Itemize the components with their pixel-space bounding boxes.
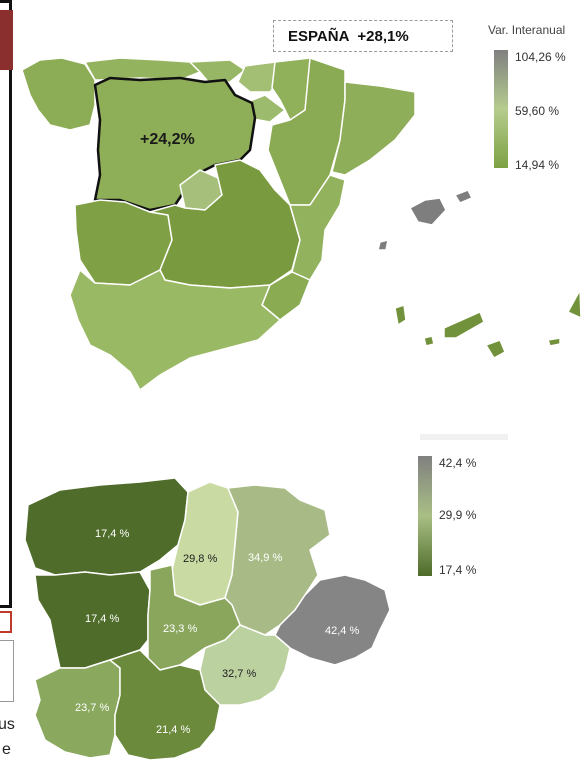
national-label: ESPAÑA	[288, 27, 350, 45]
province-label-valladolid: 23,3 %	[163, 623, 198, 635]
legend-bottom-gradient	[418, 456, 432, 576]
national-summary-box: ESPAÑA +28,1%	[273, 20, 453, 52]
province-label-leon: 17,4 %	[95, 528, 130, 540]
left-text-fragment-1: us	[0, 716, 15, 733]
legend-bottom-max: 42,4 %	[439, 456, 477, 470]
province-avila	[109, 649, 221, 761]
legend-top-mid: 59,60 %	[515, 104, 560, 118]
region-baleares	[409, 197, 447, 226]
province-label-soria: 42,4 %	[325, 625, 360, 637]
legend-bottom-min: 17,4 %	[439, 563, 477, 577]
left-panel-frame	[0, 0, 12, 608]
province-zamora	[34, 571, 151, 669]
left-panel-header: al	[0, 10, 13, 70]
legend-bottom-caption	[420, 434, 508, 440]
region-galicia	[21, 57, 96, 131]
highlight-region-value: +24,2%	[140, 131, 195, 148]
region-andalucia	[69, 269, 281, 391]
province-label-palencia: 29,8 %	[183, 553, 218, 565]
legend-top-max: 104,26 %	[515, 50, 566, 64]
left-panel-red-box	[0, 611, 12, 633]
province-label-salamanca: 23,7 %	[75, 702, 110, 714]
region-cataluna	[331, 81, 416, 176]
legend-top-gradient	[494, 50, 508, 168]
province-soria	[274, 574, 391, 666]
national-value: +28,1%	[357, 27, 409, 45]
legend-bottom-mid: 29,9 %	[439, 508, 477, 522]
spain-map	[21, 57, 581, 391]
province-label-segovia: 32,7 %	[222, 668, 257, 680]
region-canarias	[394, 304, 407, 326]
legend-top-title: Var. Interanual	[488, 23, 566, 37]
left-panel-gray-box	[0, 640, 14, 702]
province-label-avila: 21,4 %	[156, 724, 191, 736]
legend-top-min: 14,94 %	[515, 158, 560, 172]
province-leon	[24, 477, 189, 576]
region-asturias	[84, 57, 201, 81]
province-label-zamora: 17,4 %	[85, 613, 120, 625]
region-valencia	[289, 174, 346, 281]
left-text-fragment-2: e	[2, 741, 11, 758]
province-label-burgos: 34,9 %	[248, 552, 283, 564]
region-cantabria	[189, 59, 246, 85]
